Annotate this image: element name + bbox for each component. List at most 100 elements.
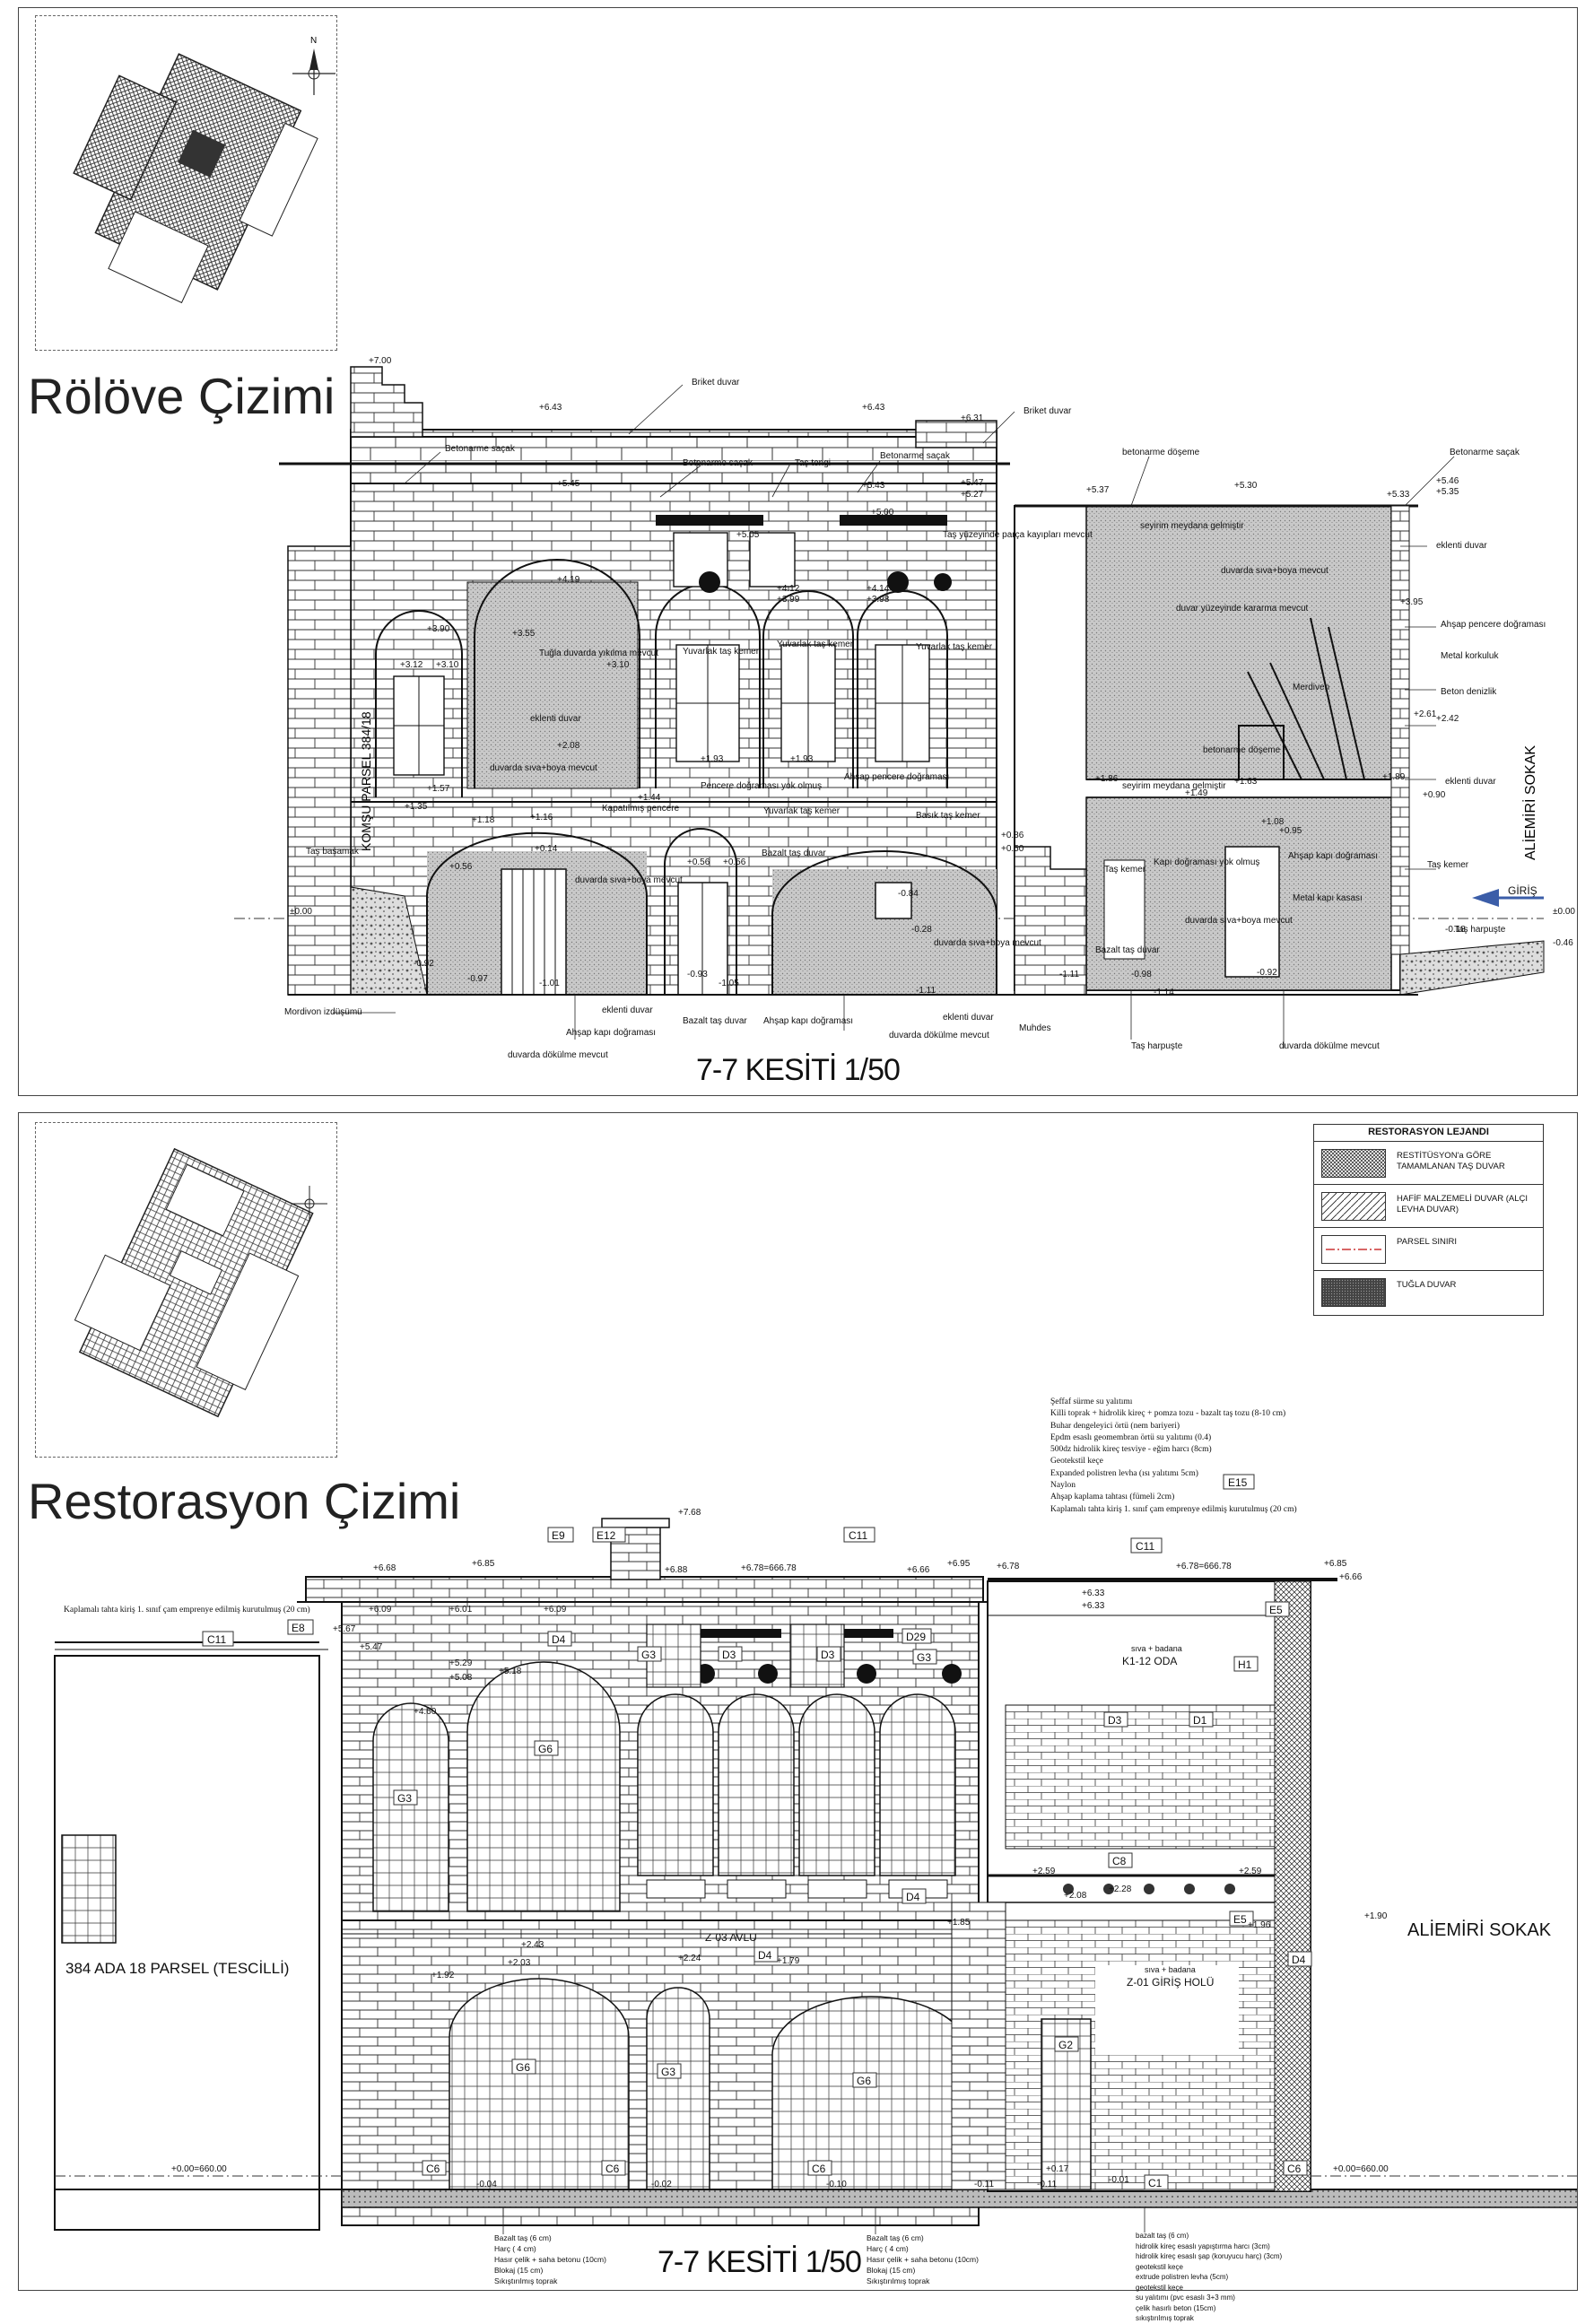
key-plan-drawing: N (73, 36, 335, 304)
label-tas-kemer-2: Taş kemer (1427, 860, 1469, 870)
svg-text:D1: D1 (1193, 1714, 1207, 1727)
svg-text:G2: G2 (1058, 2039, 1073, 2051)
street-label-bottom: ALİEMİRİ SOKAK (1407, 1920, 1552, 1940)
svg-text:C6: C6 (426, 2163, 440, 2175)
svg-text:±0.00: ±0.00 (1553, 907, 1575, 917)
svg-text:+3.10: +3.10 (436, 660, 459, 670)
svg-text:+4.14: +4.14 (867, 584, 890, 594)
svg-text:-0.46: -0.46 (1553, 938, 1573, 948)
svg-text:+1.79: +1.79 (777, 1956, 800, 1966)
label-siva-1: duvarda sıva+boya mevcut (490, 763, 597, 773)
svg-text:D29: D29 (906, 1631, 926, 1643)
svg-text:+2.59: +2.59 (1032, 1867, 1056, 1876)
room-z01: Z-01 GİRİŞ HOLÜ (1127, 1976, 1215, 1989)
svg-text:-1.11: -1.11 (1059, 970, 1079, 979)
legend-title: RESTORASYON LEJANDI (1368, 1127, 1489, 1137)
svg-text:+5.27: +5.27 (961, 490, 984, 500)
compass-label: N (310, 36, 317, 46)
svg-text:-0.28: -0.28 (911, 925, 932, 935)
svg-text:+1.44: +1.44 (638, 793, 661, 803)
restoration-section-drawing: C11 E8 E9 E12 C11 C11 E15 E5 D4 G3 D3 D3… (54, 1474, 1577, 2234)
svg-text:-0.04: -0.04 (476, 2180, 497, 2189)
room-z03: Z-03 AVLU (705, 1931, 757, 1944)
svg-text:+1.90: +1.90 (1364, 1911, 1388, 1921)
label-bazalt-2: Bazalt taş duvar (683, 1016, 747, 1026)
svg-text:+2.59: +2.59 (1239, 1867, 1262, 1876)
survey-title: Rölöve Çizimi (28, 368, 335, 424)
svg-text:+2.61: +2.61 (1414, 709, 1437, 719)
svg-text:C11: C11 (207, 1633, 226, 1646)
svg-text:+5.30: +5.30 (1234, 481, 1258, 491)
svg-text:+3.98: +3.98 (867, 595, 890, 605)
svg-text:G3: G3 (917, 1651, 931, 1664)
svg-text:-1.01: -1.01 (539, 979, 560, 988)
svg-text:+1.16: +1.16 (530, 813, 553, 823)
label-kapatilmis: Kapatılmış pencere (602, 804, 680, 814)
label-kararma: duvar yüzeyinde kararma mevcut (1176, 604, 1309, 614)
svg-text:+1.85: +1.85 (947, 1918, 971, 1928)
svg-text:G6: G6 (857, 2075, 871, 2087)
label-merdiven: Merdiven (1293, 683, 1329, 692)
label-muhdes: Muhdes (1019, 1023, 1051, 1033)
label-ahsap-pencere-dograma: Ahşap pencere doğraması (1441, 620, 1546, 630)
restoration-level-marks: +7.68 +6.85 +6.68 +6.88 +6.78=666.78 +6.… (171, 1508, 1389, 2189)
svg-text:+3.55: +3.55 (512, 629, 536, 639)
svg-text:+6.09: +6.09 (544, 1605, 567, 1615)
svg-text:G6: G6 (516, 2061, 530, 2074)
svg-text:+6.43: +6.43 (539, 403, 562, 413)
street-label-top: ALİEMİRİ SOKAK (1521, 745, 1538, 860)
svg-text:C6: C6 (1287, 2163, 1302, 2175)
label-eklenti-2: eklenti duvar (602, 1005, 653, 1015)
svg-text:+5.29: +5.29 (449, 1658, 473, 1668)
svg-text:+0.56: +0.56 (687, 857, 710, 867)
level-marks: +7.00 +6.43 +6.43 +6.31 +5.37 +5.30 +5.3… (290, 356, 1575, 997)
label-pencere-yok: Pencere doğraması yok olmuş (701, 781, 822, 791)
svg-text:-0.11: -0.11 (974, 2180, 994, 2189)
svg-text:-0.97: -0.97 (467, 974, 488, 984)
svg-text:±0.00: ±0.00 (290, 907, 312, 917)
svg-text:D3: D3 (821, 1649, 835, 1661)
label-siva-4: duvarda sıva+boya mevcut (1185, 916, 1293, 926)
svg-text:+6.88: +6.88 (665, 1565, 688, 1575)
parcel-line-swatch (1321, 1235, 1386, 1264)
svg-text:+6.85: +6.85 (472, 1559, 495, 1569)
svg-text:+0.00=660.00: +0.00=660.00 (1333, 2164, 1389, 2174)
svg-text:+6.09: +6.09 (369, 1605, 392, 1615)
svg-text:+3.10: +3.10 (606, 660, 630, 670)
svg-text:+6.78=666.78: +6.78=666.78 (1176, 1562, 1232, 1571)
element-codes: C11 E8 E9 E12 C11 C11 E15 E5 D4 G3 D3 D3… (202, 1474, 1312, 2190)
label-kapi-yok: Kapı doğraması yok olmuş (1154, 857, 1259, 867)
svg-text:+6.33: +6.33 (1082, 1601, 1105, 1611)
label-tas-basamak: Taş basamak (306, 847, 360, 857)
label-tas-yuzey: Taş yüzeyinde parça kayıpları mevcut (943, 530, 1093, 540)
svg-text:+0.90: +0.90 (1423, 790, 1446, 800)
svg-text:+7.68: +7.68 (678, 1508, 701, 1518)
svg-text:+5.46: +5.46 (1436, 476, 1459, 486)
svg-text:E5: E5 (1233, 1913, 1247, 1926)
svg-text:-0.93: -0.93 (687, 970, 708, 979)
label-bazalt-3: Bazalt taş duvar (1095, 945, 1160, 955)
label-ahsap-kapi-3: Ahşap kapı doğraması (1288, 851, 1378, 861)
svg-text:E12: E12 (597, 1529, 616, 1542)
label-siva-annex: duvarda sıva+boya mevcut (1221, 566, 1328, 576)
svg-text:+2.42: +2.42 (1436, 714, 1459, 724)
svg-text:-0.84: -0.84 (898, 889, 919, 899)
label-giris: GİRİŞ (1508, 884, 1537, 897)
legend-row-brick: TUĞLA DUVAR (1314, 1270, 1543, 1314)
key-plan-drawing-bottom (74, 1147, 327, 1418)
key-plan-top: N (35, 15, 337, 351)
svg-text:-0.01: -0.01 (1109, 2175, 1129, 2185)
label-briket-1: Briket duvar (692, 378, 740, 387)
roof-beam-note: Kaplamalı tahta kiriş 1. sınıf çam empre… (64, 1606, 310, 1615)
svg-text:+5.05: +5.05 (736, 530, 760, 540)
neighbour-parcel-label: KOMŞU PARSEL 384/18 (359, 711, 373, 851)
north-arrow-icon (292, 1186, 327, 1222)
label-tugla: Tuğla duvarda yıkılma mevcut (539, 648, 658, 658)
label-sacak-right: Betonarme saçak (1450, 448, 1520, 457)
svg-text:-0.18: -0.18 (1445, 925, 1466, 935)
svg-text:+6.95: +6.95 (947, 1559, 971, 1569)
svg-text:-1.11: -1.11 (916, 986, 936, 996)
label-dokulme-2: duvarda dökülme mevcut (508, 1050, 608, 1060)
svg-text:+1.57: +1.57 (427, 784, 450, 794)
floor-layers-mid: Bazalt taş (6 cm) Harç ( 4 cm) Hasır çel… (867, 2233, 979, 2285)
